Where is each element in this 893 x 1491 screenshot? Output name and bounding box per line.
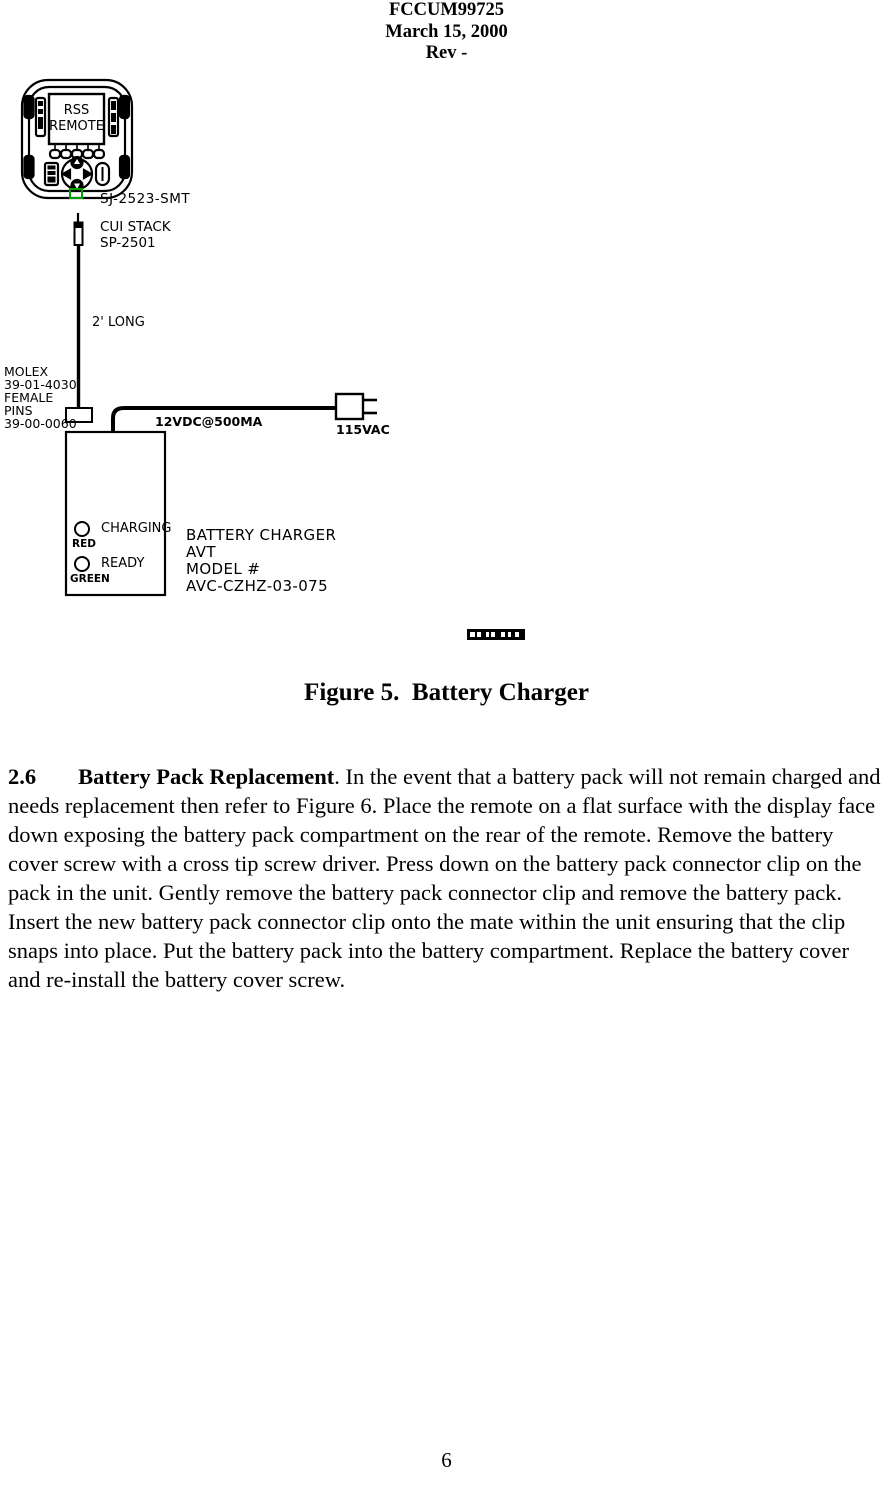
remote-grip-top-right [118, 94, 131, 120]
charging-led-color-label: RED [72, 538, 96, 550]
remote-dpad-left-arrow [60, 168, 72, 180]
remote-left-strip-mark-3 [38, 117, 43, 129]
molex-line-1: MOLEX [4, 364, 48, 379]
dc-output-label: 12VDC@500MA [155, 414, 263, 429]
stamp-glyph-7 [515, 632, 519, 637]
remote-softkey-1 [48, 148, 62, 160]
remote-battery-port [69, 188, 83, 199]
charger-model-line-1: BATTERY CHARGER [186, 526, 336, 544]
section-2-6-battery-pack-replacement: 2.6 Battery Pack Replacement. In the even… [8, 762, 886, 994]
remote-left-key-1 [47, 165, 56, 170]
remote-right-strip-mark-1 [111, 101, 116, 110]
stamp-glyph-4 [491, 632, 495, 637]
molex-connector-body [65, 407, 93, 423]
ready-led-icon [74, 556, 90, 572]
remote-part-label: SJ-2523-SMT [100, 191, 190, 207]
remote-dpad-down-arrow [74, 183, 80, 189]
remote-left-key-2 [47, 171, 56, 175]
charger-model-block: BATTERY CHARGER AVT MODEL # AVC-CZHZ-03-… [186, 526, 336, 595]
illegible-stamp-background [467, 629, 525, 640]
charging-led-label: CHARGING [101, 521, 171, 536]
charger-model-line-4: AVC-CZHZ-03-075 [186, 577, 328, 595]
page-number: 6 [441, 1448, 452, 1472]
remote-left-strip-mark-2 [38, 109, 43, 114]
remote-display-line-1: RSS [64, 103, 90, 118]
header-doc-id: FCCUM99725 [388, 0, 505, 20]
remote-grip-bottom-right [118, 154, 131, 180]
remote-unit-drawing: RSS REMOTE [20, 78, 134, 200]
remote-right-side-strip [107, 96, 120, 138]
section-body-text: . In the event that a battery pack will … [8, 764, 881, 992]
figure-caption: Figure 5. Battery Charger [304, 679, 589, 706]
stamp-glyph-2 [477, 632, 481, 637]
charging-led-icon [74, 521, 90, 537]
stamp-glyph-6 [508, 632, 511, 637]
remote-softkey-2 [59, 148, 73, 160]
battery-charger-schematic: RSS REMOTE [4, 78, 525, 640]
remote-grip-top-left [23, 94, 35, 120]
ready-led-color-label: GREEN [70, 573, 110, 585]
ac-adapter-cord [111, 406, 336, 432]
remote-softkey-5 [92, 148, 106, 160]
remote-right-strip-mark-2 [111, 113, 116, 122]
cable-length-label: 2' LONG [92, 315, 145, 330]
ready-led-label: READY [101, 556, 144, 571]
molex-line-2: 39-01-4030 [4, 377, 77, 392]
plug-label-line-2: SP-2501 [100, 235, 156, 251]
remote-display-line-2: REMOTE [49, 119, 104, 134]
stamp-glyph-1 [470, 632, 475, 637]
remote-left-side-strip [34, 96, 47, 138]
remote-left-keypad [43, 161, 60, 187]
ac-plug-body [334, 392, 365, 421]
charger-model-line-2: AVT [186, 543, 216, 561]
molex-label-block: MOLEX 39-01-4030 FEMALE PINS 39-00-0060 [4, 364, 77, 431]
remote-left-key-3 [47, 176, 56, 183]
molex-line-3: FEMALE [4, 390, 53, 405]
remote-cable-assembly [65, 213, 93, 423]
illegible-stamp-block [467, 629, 525, 640]
header-date: March 15, 2000 [385, 21, 508, 42]
remote-dpad-right-arrow [82, 168, 94, 180]
header-revision: Rev - [425, 43, 468, 63]
remote-grip-bottom-left [23, 154, 35, 180]
molex-line-5: 39-00-0060 [4, 416, 77, 431]
molex-line-4: PINS [4, 403, 33, 418]
section-number: 2.6 [8, 764, 37, 789]
stamp-glyph-3 [486, 632, 489, 637]
figure-battery-charger-diagram: RSS REMOTE [0, 70, 893, 670]
charger-model-line-3: MODEL # [186, 560, 260, 578]
document-header: FCCUM99725 March 15, 2000 Rev - [0, 0, 893, 65]
ac-input-label: 115VAC [336, 422, 390, 437]
plug-label-line-1: CUI STACK [100, 219, 172, 235]
remote-left-strip-mark-1 [38, 101, 43, 106]
section-title: Battery Pack Replacement [78, 764, 335, 789]
remote-right-key [94, 161, 111, 187]
remote-dpad-up-arrow [74, 159, 80, 164]
remote-right-strip-mark-3 [111, 125, 116, 134]
remote-softkey-4 [81, 148, 95, 160]
stamp-glyph-5 [501, 632, 505, 637]
plug-body [73, 226, 84, 246]
charger-box-outline [64, 430, 167, 597]
